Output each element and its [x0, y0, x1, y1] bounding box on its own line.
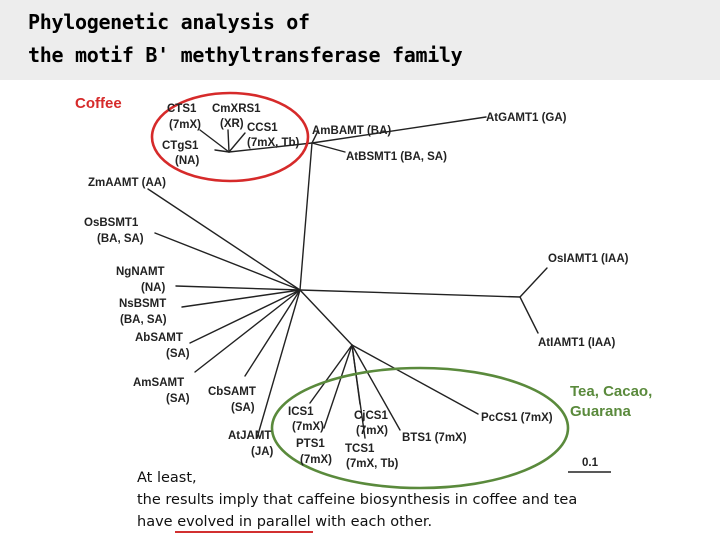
leaf-substrate: (7mX, Tb): [247, 137, 300, 149]
conclusion-line-3-after: with each other.: [310, 514, 433, 530]
tea-group-label-line2: Guarana: [570, 403, 632, 420]
branch-cts1: [199, 129, 230, 153]
branch-cmxrs1: [227, 129, 230, 153]
leaf-ambamt: AmBAMT (BA): [312, 125, 391, 137]
leaf-substrate: (SA): [166, 348, 190, 360]
leaf-absamt: AbSAMT (SA): [135, 332, 190, 360]
tea-group-label-line1: Tea, Cacao,: [570, 383, 652, 400]
scale-bar: 0.1: [568, 457, 611, 473]
leaf-ics1: ICS1 (7mX): [288, 406, 324, 433]
slide-title-line-2: the motif B' methyltransferase family: [28, 43, 463, 67]
leaf-atbsmt1: AtBSMT1 (BA, SA): [346, 151, 447, 163]
conclusion-text: At least, the results imply that caffein…: [137, 467, 577, 533]
leaf-cjcs1: CjCS1 (7mX): [354, 410, 388, 437]
branch-root-to-lower: [299, 289, 353, 346]
leaf-name: CmXRS1: [212, 103, 261, 115]
conclusion-line-3: have evolved in parallel with each other…: [137, 511, 577, 533]
branch-bts1: [351, 344, 401, 431]
leaf-substrate: (XR): [220, 118, 244, 130]
title-band: [0, 0, 720, 80]
leaf-name: ICS1: [288, 406, 314, 418]
leaf-name: CTgS1: [162, 140, 199, 152]
branch-absamt: [189, 289, 301, 344]
leaf-name: PTS1: [296, 438, 325, 450]
leaf-cmxrs1: CmXRS1 (XR): [212, 103, 261, 130]
scale-bar-label: 0.1: [582, 457, 599, 469]
leaf-substrate: (NA): [175, 155, 199, 167]
branch-atgamt1: [311, 116, 487, 144]
leaf-substrate: (7mX): [292, 421, 324, 433]
branch-ngnamt: [175, 285, 301, 291]
leaf-substrate: (7mX): [169, 119, 201, 131]
leaf-ngnamt: NgNAMT (NA): [116, 266, 165, 294]
leaf-name: CbSAMT: [208, 386, 256, 398]
leaf-name: TCS1: [345, 443, 375, 455]
leaf-atiamt1: AtIAMT1 (IAA): [538, 337, 615, 349]
leaf-name: CCS1: [247, 122, 278, 134]
leaf-zmaamt: ZmAAMT (AA): [88, 177, 166, 189]
leaf-pccs1: PcCS1 (7mX): [481, 412, 553, 424]
leaf-amsamt: AmSAMT (SA): [133, 377, 190, 405]
branch-pts1: [323, 344, 353, 429]
tea-group-ellipse: [270, 366, 570, 490]
conclusion-line-3-before: have: [137, 514, 178, 530]
branch-pccs1: [351, 344, 479, 415]
branch-ambamt: [311, 130, 319, 144]
leaf-substrate: (BA, SA): [97, 233, 144, 245]
leaf-name: CjCS1: [354, 410, 388, 422]
leaf-cbsamt: CbSAMT (SA): [208, 386, 256, 414]
coffee-group-label: Coffee: [75, 95, 122, 112]
branch-ics1: [309, 344, 353, 404]
leaf-bts1: BTS1 (7mX): [402, 432, 467, 444]
leaf-substrate: (7mX): [300, 454, 332, 466]
leaf-osbsmt1: OsBSMT1 (BA, SA): [84, 217, 144, 245]
leaf-substrate: (BA, SA): [120, 314, 167, 326]
branch-root-to-right: [299, 289, 521, 298]
leaf-substrate: (NA): [141, 282, 165, 294]
branch-osiamt1: [519, 267, 548, 298]
leaf-name: OsBSMT1: [84, 217, 139, 229]
leaf-substrate: (SA): [166, 393, 190, 405]
leaf-pts1: PTS1 (7mX): [296, 438, 332, 466]
leaf-atgamt1: AtGAMT1 (GA): [486, 112, 567, 124]
branch-zmaamt: [147, 188, 301, 291]
branch-coffee-stem: [228, 142, 313, 153]
branch-amsamt: [194, 289, 301, 373]
leaf-osiamt1: OsIAMT1 (IAA): [548, 253, 629, 265]
branch-osbsmt1: [154, 232, 301, 291]
leaf-name: AtJAMT: [228, 430, 271, 442]
branch-atjamt: [256, 289, 301, 439]
leaf-substrate: (7mX): [356, 425, 388, 437]
leaf-cts1: CTS1 (7mX): [167, 103, 201, 131]
leaf-name: NgNAMT: [116, 266, 165, 278]
evolved-in-parallel-emphasis: evolved in parallel: [177, 514, 311, 530]
branch-atiamt1: [519, 296, 539, 334]
branch-ctgs1: [214, 149, 230, 153]
leaf-name: NsBSMT: [119, 298, 166, 310]
leaf-name: CTS1: [167, 103, 197, 115]
branch-tcs1: [351, 344, 366, 439]
branch-cbsamt: [244, 289, 301, 377]
leaf-substrate: (JA): [251, 446, 274, 458]
leaf-nsbsmt: NsBSMT (BA, SA): [119, 298, 167, 326]
branch-root-to-upper: [299, 142, 313, 291]
conclusion-line-2: the results imply that caffeine biosynth…: [137, 492, 578, 508]
branch-atbsmt1: [311, 142, 346, 153]
leaf-substrate: (7mX, Tb): [346, 458, 399, 470]
slide-title-line-1: Phylogenetic analysis of: [28, 10, 310, 34]
leaf-ccs1: CCS1 (7mX, Tb): [247, 122, 300, 149]
branch-ccs1: [228, 132, 246, 153]
leaf-atjamt: AtJAMT (JA): [228, 430, 274, 458]
leaf-tcs1: TCS1 (7mX, Tb): [345, 443, 399, 470]
conclusion-line-1: At least,: [137, 470, 197, 486]
branch-nsbsmt: [181, 289, 301, 308]
leaf-name: AmSAMT: [133, 377, 184, 389]
leaf-ctgs1: CTgS1 (NA): [162, 140, 199, 167]
tree-branches: [147, 116, 548, 439]
leaf-substrate: (SA): [231, 402, 255, 414]
coffee-group-ellipse: [150, 91, 310, 183]
leaf-name: AbSAMT: [135, 332, 183, 344]
